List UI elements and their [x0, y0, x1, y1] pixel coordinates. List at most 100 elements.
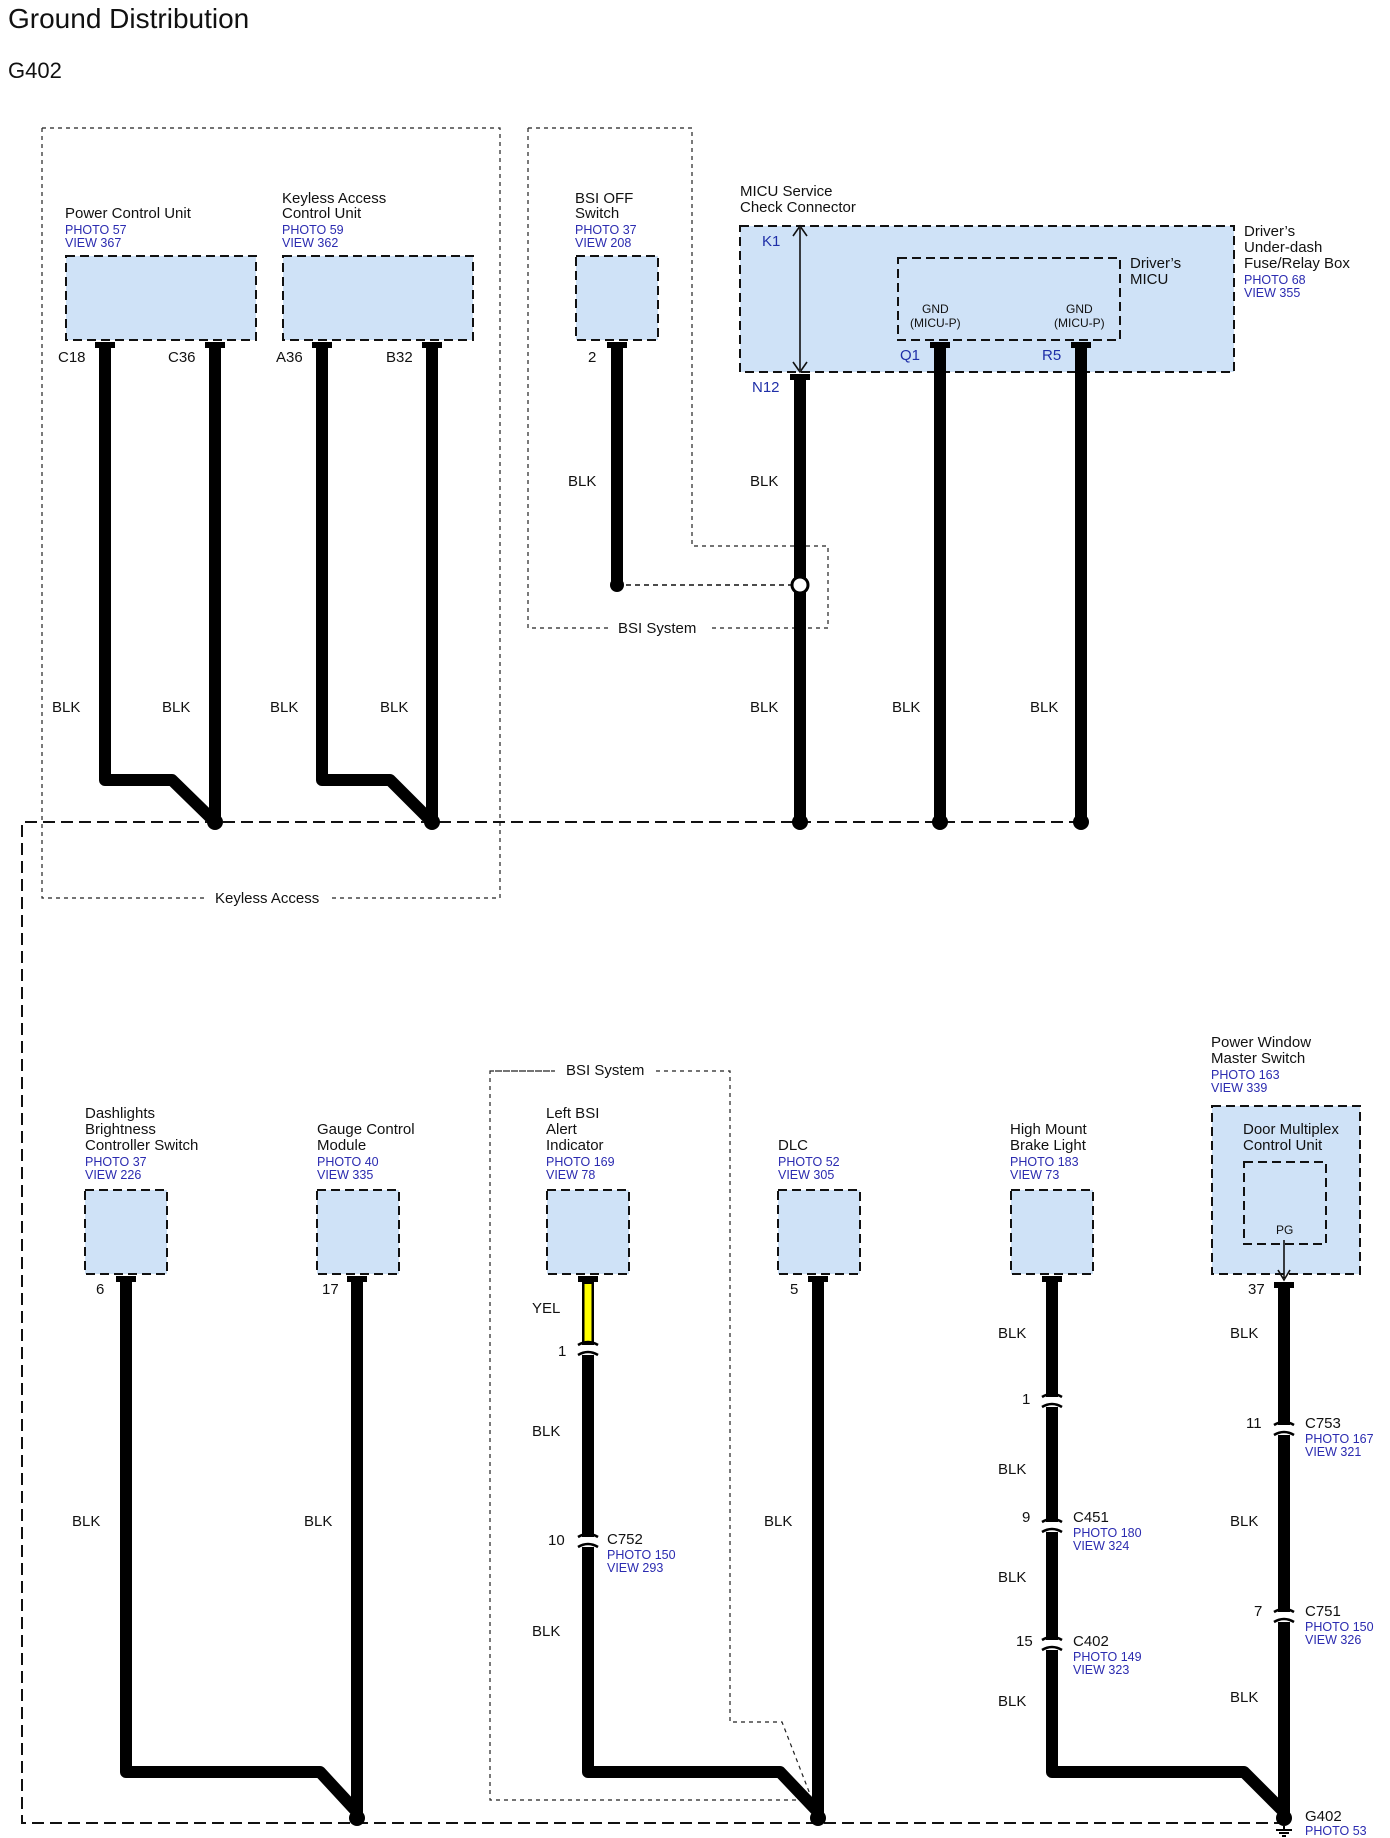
dashlights-photo: PHOTO 37 [85, 1155, 147, 1169]
left-bsi-view: VIEW 78 [546, 1168, 595, 1182]
wire-color-pwms-2: BLK [1230, 1513, 1258, 1530]
fuse-box-view: VIEW 355 [1244, 286, 1300, 300]
bsi-bottom-label-bg [556, 1060, 656, 1080]
bsi-off-photo: PHOTO 37 [575, 223, 637, 237]
power-control-unit[interactable] [65, 255, 257, 341]
bsi-off-label-1: BSI OFF [575, 190, 633, 207]
power-window-master-switch[interactable] [1211, 1105, 1361, 1275]
door-multiplex-control-unit[interactable] [1243, 1161, 1327, 1245]
pcu-view: VIEW 367 [65, 236, 121, 250]
fuse-box-label-2: Under-dash [1244, 239, 1322, 256]
c402-photo: PHOTO 149 [1073, 1650, 1142, 1664]
wire-color-hmbl-2: BLK [998, 1461, 1026, 1478]
dlc-label: DLC [778, 1137, 808, 1154]
left-bsi-label-3: Indicator [546, 1137, 604, 1154]
bottom-splices [349, 1810, 1292, 1826]
wire-color-r5: BLK [1030, 699, 1058, 716]
wire-color-n12: BLK [750, 473, 778, 490]
c752-photo: PHOTO 150 [607, 1548, 676, 1562]
drivers-under-dash-fuse-relay-box[interactable] [739, 225, 1235, 373]
gauge-photo: PHOTO 40 [317, 1155, 379, 1169]
pin-n12: N12 [752, 379, 780, 396]
wire-color-left-bsi-2: BLK [532, 1623, 560, 1640]
wire-color-bsi-off: BLK [568, 473, 596, 490]
pin-c753-11: 11 [1246, 1415, 1262, 1432]
gauge-control-module[interactable] [316, 1189, 400, 1275]
bsi-system-top-label: BSI System [618, 620, 696, 637]
wire-color-left-bsi-1: BLK [532, 1423, 560, 1440]
connector-breaks [577, 1340, 1295, 1652]
high-mount-brake-light[interactable] [1010, 1189, 1094, 1275]
left-bsi-alert-indicator[interactable] [546, 1189, 630, 1275]
wire-left-bsi-blk [582, 1355, 823, 1817]
dashlights-label-2: Brightness [85, 1121, 156, 1138]
wire-color-b32: BLK [380, 699, 408, 716]
micu-check-label-1: MICU Service [740, 183, 833, 200]
pin-q1: Q1 [900, 347, 920, 364]
wire-color-pwms-1: BLK [1230, 1325, 1258, 1342]
wire-color-hmbl-3: BLK [998, 1569, 1026, 1586]
wire-pcu-c18 [99, 348, 220, 827]
c751-name: C751 [1305, 1603, 1341, 1620]
top-pin-caps [95, 342, 1091, 380]
c753-photo: PHOTO 167 [1305, 1432, 1374, 1446]
bottom-pin-caps [116, 1276, 1294, 1288]
bsi-system-top-group [527, 127, 829, 629]
c752-view: VIEW 293 [607, 1561, 663, 1575]
top-splices [207, 814, 1089, 830]
keyless-access-group-label: Keyless Access [215, 890, 319, 907]
drivers-micu[interactable] [897, 257, 1121, 341]
kacu-label-2: Control Unit [282, 205, 362, 222]
bsi-off-view: VIEW 208 [575, 236, 631, 250]
keyless-access-control-unit[interactable] [282, 255, 474, 341]
kacu-view: VIEW 362 [282, 236, 338, 250]
gauge-label-2: Module [317, 1137, 366, 1154]
pin-c451-9: 9 [1022, 1509, 1030, 1526]
wire-color-pwms-3: BLK [1230, 1689, 1258, 1706]
wire-color-c18: BLK [52, 699, 80, 716]
wire-color-gauge: BLK [304, 1513, 332, 1530]
fuse-box-photo: PHOTO 68 [1244, 273, 1306, 287]
kacu-photo: PHOTO 59 [282, 223, 344, 237]
bsi-system-bottom-group [489, 1070, 821, 1821]
c753-name: C753 [1305, 1415, 1341, 1432]
dashlights-label-3: Controller Switch [85, 1137, 198, 1154]
c751-view: VIEW 326 [1305, 1633, 1361, 1647]
hmbl-photo: PHOTO 183 [1010, 1155, 1079, 1169]
pg-arrow [1277, 1240, 1291, 1282]
c752-name: C752 [607, 1531, 643, 1548]
kacu-label-1: Keyless Access [282, 190, 386, 207]
wire-color-left-bsi-yel: YEL [532, 1300, 560, 1317]
dashlights-brightness-controller-switch[interactable] [84, 1189, 168, 1275]
c451-name: C451 [1073, 1509, 1109, 1526]
bsi-off-switch[interactable] [575, 255, 659, 341]
pin-c752-1: 1 [558, 1343, 566, 1360]
c451-view: VIEW 324 [1073, 1539, 1129, 1553]
dlc-view: VIEW 305 [778, 1168, 834, 1182]
dlc-photo: PHOTO 52 [778, 1155, 840, 1169]
gauge-label-1: Gauge Control [317, 1121, 415, 1138]
pin-37: 37 [1248, 1281, 1265, 1298]
pin-c402-15: 15 [1016, 1633, 1033, 1650]
pin-k1: K1 [762, 233, 780, 250]
pin-2: 2 [588, 349, 596, 366]
pin-6: 6 [96, 1281, 104, 1298]
c402-name: C402 [1073, 1633, 1109, 1650]
c451-photo: PHOTO 180 [1073, 1526, 1142, 1540]
micu-label-2: MICU [1130, 271, 1168, 288]
pin-c752-10: 10 [548, 1532, 565, 1549]
left-bsi-label-2: Alert [546, 1121, 578, 1138]
pwms-inner-label-1: Door Multiplex [1243, 1121, 1339, 1138]
micu-gnd2-b: (MICU-P) [1054, 316, 1105, 330]
pin-a36: A36 [276, 349, 303, 366]
gauge-view: VIEW 335 [317, 1168, 373, 1182]
pin-c751-7: 7 [1254, 1603, 1262, 1620]
bsi-system-bottom-label: BSI System [566, 1062, 644, 1079]
keyless-access-group [41, 127, 501, 899]
dlc[interactable] [777, 1189, 861, 1275]
wire-color-c36: BLK [162, 699, 190, 716]
pcu-label: Power Control Unit [65, 205, 192, 222]
g402-name: G402 [1305, 1808, 1342, 1825]
pwms-pg-label: PG [1276, 1223, 1293, 1237]
ground-subtitle: G402 [8, 58, 62, 83]
